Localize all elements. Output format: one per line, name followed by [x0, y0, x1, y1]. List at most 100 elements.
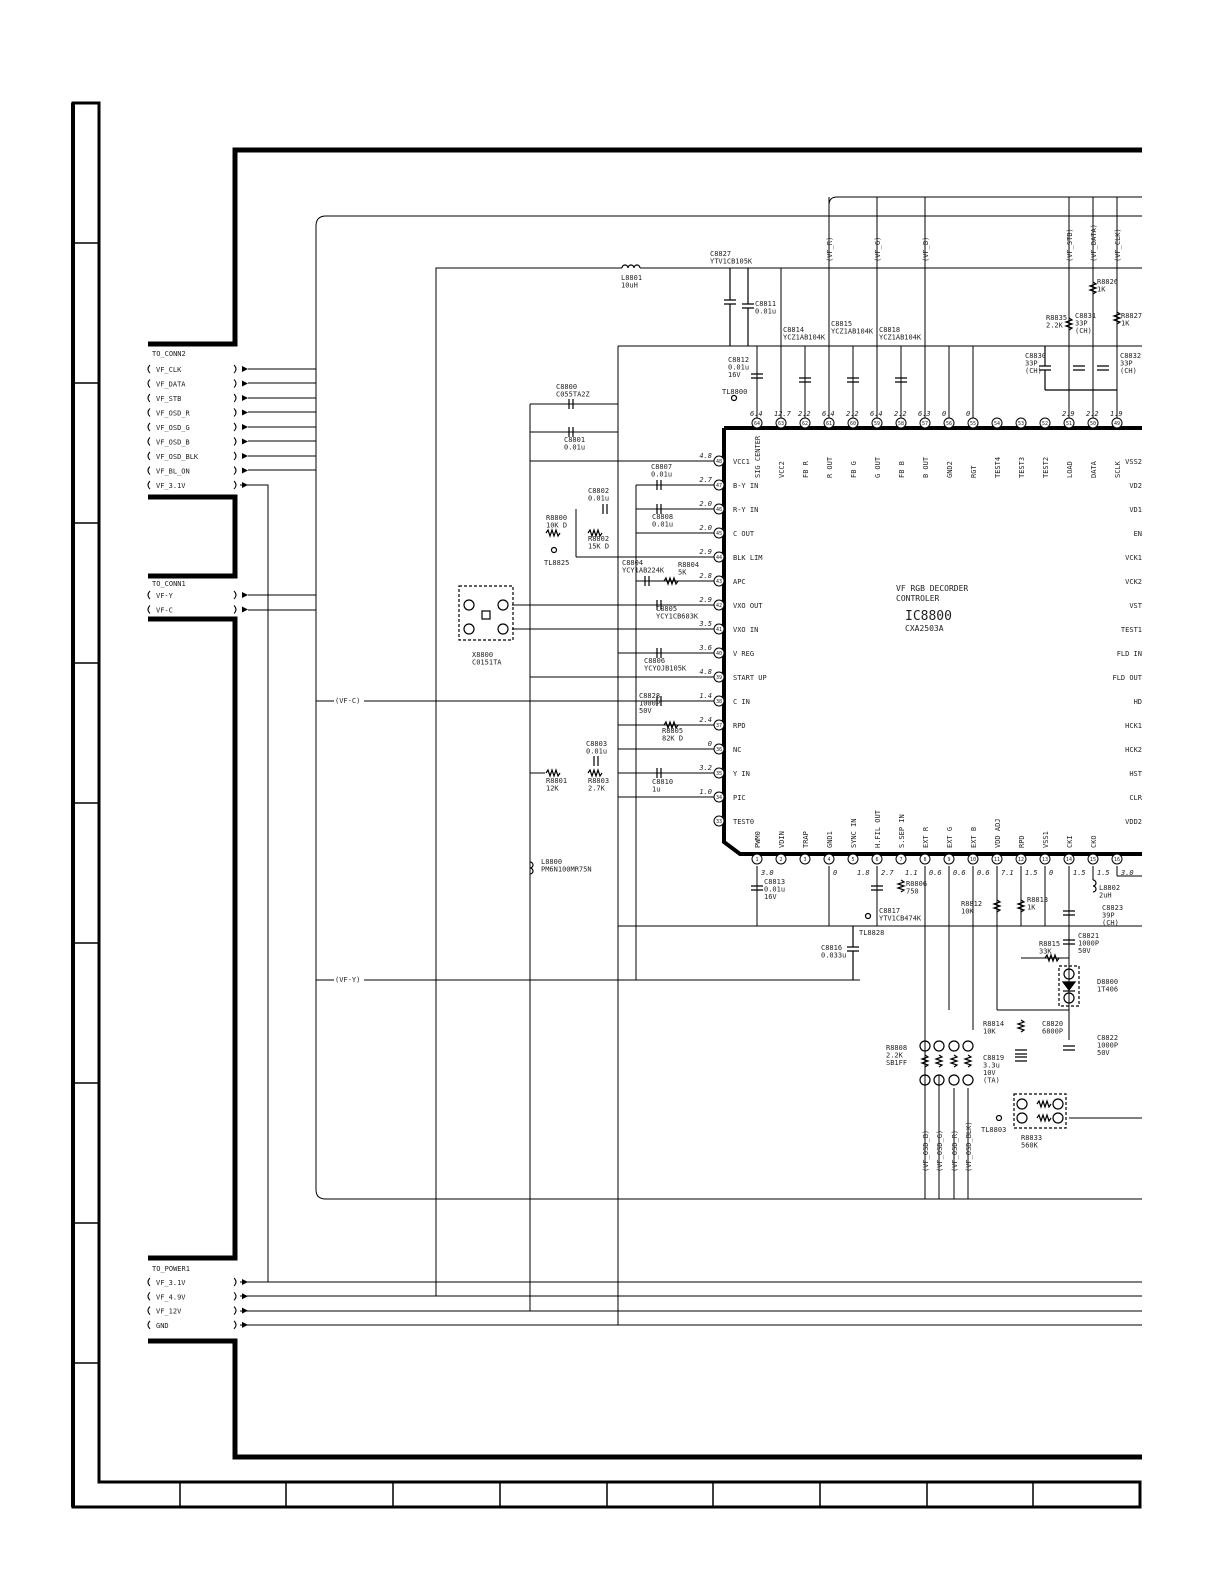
ic-pin — [847, 417, 859, 429]
wiring — [240, 196, 1142, 1326]
ic-pin — [713, 479, 725, 491]
component-label-r8813: R8813 — [1027, 896, 1048, 904]
ic-pin-number: 60 — [850, 421, 856, 427]
pin-voltage: 6.4 — [750, 410, 763, 418]
ic-pin-name: CKI — [1066, 835, 1074, 848]
component-label-c8832: 33P — [1120, 360, 1133, 368]
ic-pin — [799, 417, 811, 429]
ic-pin-number: 37 — [716, 723, 722, 729]
ic-pin-name: SIG CENTER — [754, 435, 762, 478]
ic-pin — [713, 695, 725, 707]
ic-pin — [751, 853, 763, 865]
component-label-c8803: 0.01u — [586, 748, 607, 756]
component-label-c8804: YCY1AB224K — [622, 567, 665, 575]
component-label-c8816: C8816 — [821, 944, 842, 952]
component-label-r8808: R8808 — [886, 1044, 907, 1052]
component-label-r8805: R8805 — [662, 727, 683, 735]
pin-voltage: 2.2 — [1086, 410, 1099, 418]
component-label-r8800: R8800 — [546, 514, 567, 522]
component-labels: C8827YTV1CB105KL880110uHC88110.01uC88120… — [472, 250, 1142, 1150]
pin-voltage: 0 — [942, 410, 946, 418]
net-osd-blk: (VF_OSD_BLK) — [965, 1121, 973, 1172]
component-label-r8803: R8803 — [588, 777, 609, 785]
ic-pin — [919, 417, 931, 429]
ic-pin — [1015, 417, 1027, 429]
ic-pin-name: FLD IN — [1117, 650, 1142, 658]
component-label-r8833: R8833 — [1021, 1134, 1042, 1142]
pin-voltage: 1.1 — [905, 869, 918, 877]
component-label-c8808: 0.01u — [652, 521, 673, 529]
pin-bracket — [233, 466, 237, 475]
ic-title-1: VF RGB DECORDER — [896, 584, 968, 593]
component-label-c8817: C8817 — [879, 907, 900, 915]
pin-voltage: 2.8 — [699, 572, 712, 580]
component-label-c8816: 0.033u — [821, 952, 846, 960]
ic-pin-name: TRAP — [802, 831, 810, 848]
ic-pin-name: CLR — [1129, 794, 1142, 802]
component-label-r8804: 5K — [678, 569, 687, 577]
component-label-x8800: C0151TA — [472, 659, 502, 667]
ic-pin-name: V REG — [733, 650, 754, 658]
component-label-c8828: 1000P — [639, 700, 660, 708]
ic-pin-number: 4 — [827, 857, 830, 863]
ic-pin-name: LOAD — [1066, 461, 1074, 478]
ic-pin-name: FB B — [898, 461, 906, 478]
arrow-icon — [242, 592, 248, 598]
component-label-c8814: C8814 — [783, 326, 804, 334]
component-label-r8813: 1K — [1027, 904, 1036, 912]
component-label-c8820: C8820 — [1042, 1020, 1063, 1028]
component-label-c8823: C8823 — [1102, 904, 1123, 912]
component-label-c8819: 10V — [983, 1069, 996, 1077]
ic-pin-name: FB G — [850, 461, 858, 478]
ic-pin — [775, 853, 787, 865]
component-label-r8835: R8835 — [1046, 314, 1067, 322]
ic-pin-name: S.SEP IN — [898, 814, 906, 848]
component-label-c8831: 33P — [1075, 320, 1088, 328]
ic-pin-name: HCK2 — [1125, 746, 1142, 754]
pin-voltage: 0 — [966, 410, 970, 418]
component-label-r8802: 15K D — [588, 543, 609, 551]
ic-pin-name: TEST2 — [1042, 457, 1050, 478]
ic-pin-number: 42 — [716, 603, 722, 609]
ic-pin-number: 63 — [778, 421, 784, 427]
pin-bracket — [147, 408, 151, 417]
component-label-c8814: YCZ1AB104K — [783, 334, 826, 342]
ic-pin-number: 56 — [946, 421, 952, 427]
component-label-c8827: YTV1CB105K — [710, 258, 753, 266]
ic-pin-name: R OUT — [826, 456, 834, 478]
ic-pin — [1111, 417, 1123, 429]
component-label-c8823: (CH) — [1102, 919, 1119, 927]
ic-pin-number: 38 — [716, 699, 722, 705]
component-label-r8800: 10K D — [546, 522, 567, 530]
ic-pin-number: 1 — [755, 857, 758, 863]
ic-pin — [713, 455, 725, 467]
ic8800: VF RGB DECORDER CONTROLER IC8800 CXA2503… — [698, 410, 1142, 877]
ic-pin-name: EN — [1134, 530, 1142, 538]
pin-voltage: 2.9 — [1062, 410, 1075, 418]
ic-pin-name: C OUT — [733, 530, 755, 538]
component-label-c8812: 0.01u — [728, 364, 749, 372]
ic-pin-name: HCK1 — [1125, 722, 1142, 730]
pin-voltage: 0.6 — [953, 869, 966, 877]
ic-pin — [713, 767, 725, 779]
connector-pin-label: VF_OSD_R — [156, 410, 191, 418]
ic-pin — [713, 551, 725, 563]
component-label-r8804: R8804 — [678, 561, 699, 569]
ic-pin-number: 41 — [716, 627, 722, 633]
ic-pin — [895, 417, 907, 429]
component-label-c8806: C8806 — [644, 657, 665, 665]
net-vf-r: (VF_R) — [826, 237, 834, 262]
net-vf-y: (VF-Y) — [335, 976, 360, 984]
connector-pin-label: VF-Y — [156, 592, 174, 600]
board-outline — [148, 147, 1142, 1460]
component-label-c8831: C8831 — [1075, 312, 1096, 320]
ic-pin-number: 59 — [874, 421, 880, 427]
pin-bracket — [147, 480, 151, 490]
component-label-c8818: C8818 — [879, 326, 900, 334]
ic-pin — [991, 417, 1003, 429]
ic-pin — [1111, 853, 1123, 865]
